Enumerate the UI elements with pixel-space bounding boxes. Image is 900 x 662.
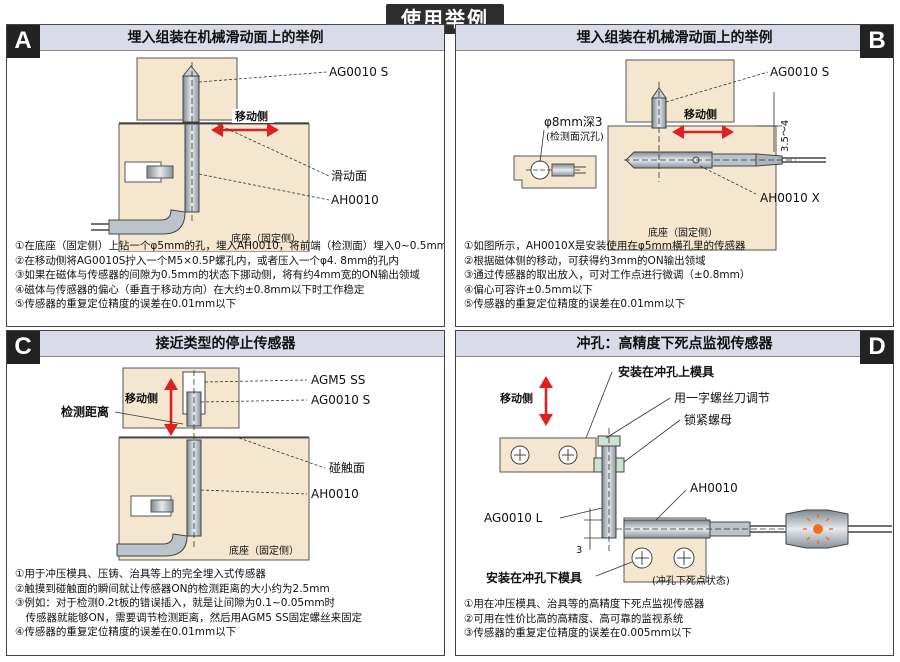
diagram-d: 移动侧 3 (484, 364, 892, 587)
panel-c-badge: C (7, 331, 40, 364)
note: ①如图所示，AH0010X是安装使用在φ5mm横孔里的传感器 (464, 240, 746, 252)
led-icon (813, 524, 823, 534)
diagram-b: φ8mm深3 (检测面沉孔) 移动侧 3.5～4 AG0010 S AH0010… (513, 59, 829, 251)
notes-c: ①用于冲压模具、压铸、治具等上的完全埋入式传感器 ②触摸到碰触面的瞬间就让传感器… (15, 567, 438, 640)
note: ⑤传感器的重复定位精度的误差在0.01mm以下 (464, 298, 686, 310)
diagram-c: 移动侧 检测距离 AGM5 SS AG0010 S 碰触面 AH0010 底座（… (61, 367, 370, 561)
label-magnet-a: AH0010 (331, 193, 379, 207)
note: ③传感器的重复定位精度的误差在0.005mm以下 (464, 627, 692, 639)
label-magnet-b: AH0010 X (760, 191, 820, 205)
label-distance-c: 检测距离 (61, 404, 109, 419)
note: ②根据磁体侧的移动，可获得约3mm的ON输出领域 (464, 254, 706, 267)
notes-d: ①用在冲压模具、治具等的高精度下死点监视传感器 ②可用在性价比高的高精度、高可靠… (464, 597, 887, 641)
notes-b: ①如图所示，AH0010X是安装使用在φ5mm横孔里的传感器 ②根据磁体侧的移动… (464, 239, 887, 312)
moving-block (122, 367, 240, 429)
note: ②触摸到碰触面的瞬间就让传感器ON的检测距离的大小约为2.5mm (15, 582, 330, 595)
label-sensor-d: AG0010 L (484, 511, 543, 525)
panel-b-title: 埋入组装在机械滑动面上的举例 (576, 30, 773, 46)
panel-a: 埋入组装在机械滑动面上的举例 A 移动侧 (6, 24, 445, 327)
label-contact-c: 碰触面 (329, 461, 365, 475)
panel-c-title: 接近类型的停止传感器 (155, 336, 296, 352)
base-block (607, 125, 777, 251)
note: ③如果在磁体与传感器的间隙为0.5mm的状态下挪动侧，将有约4mm宽的ON输出领… (15, 269, 420, 281)
panel-d-badge: D (860, 331, 893, 364)
panel-c-header: 接近类型的停止传感器 (7, 331, 444, 357)
moving-block (625, 59, 735, 123)
note: ④磁体与传感器的偏心（垂直于移动方向）在大约±0.8mm以下时工作稳定 (15, 283, 365, 296)
note: ⑤传感器的重复定位精度的误差在0.01mm以下 (15, 298, 237, 310)
label-lower-d: 安装在冲孔下模具 (486, 570, 582, 585)
label-sensor-c: AG0010 S (311, 393, 370, 407)
label-stopper-c: AGM5 SS (311, 373, 365, 387)
label-magnet-c: AH0010 (311, 487, 359, 501)
note: ②可用在性价比高的高精度、高可靠的监视系统 (464, 612, 684, 625)
note: ①用在冲压模具、治具等的高精度下死点监视传感器 (464, 598, 705, 610)
label-gap-d: 3 (576, 545, 582, 556)
panel-d-title: 冲孔：高精度下死点监视传感器 (576, 336, 773, 352)
note: ①在底座（固定侧）上钻一个φ5mm的孔，埋入AH0010，将前端（检测面）埋入0… (15, 240, 445, 252)
panel-c: 接近类型的停止传感器 C 移动侧 检测距离 AGM5 SS (6, 330, 445, 656)
note: 传感器就能够ON，需要调节检测距离，然后用AGM5 SS固定螺丝来固定 (15, 611, 363, 624)
panel-b-header: 埋入组装在机械滑动面上的举例 (456, 25, 893, 51)
label-base-b: 底座（固定侧） (648, 226, 718, 239)
note: ③通过传感器的取出放入，可对工作点进行微调（±0.8mm） (464, 269, 751, 281)
note: ③例如：对于检测0.2t板的错误插入，就是让间隙为0.1~0.05mm时 (15, 597, 336, 609)
label-gap-b: 3.5～4 (780, 120, 791, 152)
panel-a-title: 埋入组装在机械滑动面上的举例 (127, 30, 324, 46)
label-upper-d: 安装在冲孔上模具 (618, 364, 714, 379)
note: ②在移动侧将AG0010S拧入一个M5×0.5P螺孔内，或者压入一个φ4. 8m… (15, 254, 399, 267)
panel-a-header: 埋入组装在机械滑动面上的举例 (7, 25, 444, 51)
note: ①用于冲压模具、压铸、治具等上的完全埋入式传感器 (15, 568, 266, 580)
label-screw-d: 用一字螺丝刀调节 (674, 390, 770, 405)
label-move-a: 移动侧 (235, 109, 268, 123)
label-slide-a: 滑动面 (331, 169, 367, 183)
label-magnet-d: AH0010 (690, 481, 738, 495)
label-sensor-b: AG0010 S (770, 65, 829, 79)
panel-b-badge: B (860, 25, 893, 58)
label-move-d: 移动侧 (500, 391, 533, 405)
label-base-a: 底座（固定侧） (231, 232, 301, 245)
notes-a: ①在底座（固定侧）上钻一个φ5mm的孔，埋入AH0010，将前端（检测面）埋入0… (15, 239, 445, 312)
label-move-b: 移动侧 (684, 107, 717, 121)
note: ④传感器的重复定位精度的误差在0.01mm以下 (15, 626, 237, 638)
diagram-a: 移动侧 AG0010 S 滑动面 AH0010 底座（固定侧） (91, 57, 388, 252)
panel-a-badge: A (7, 25, 40, 58)
label-base-c: 底座（固定侧） (229, 544, 299, 557)
label-move-c: 移动侧 (125, 391, 158, 405)
panel-b: 埋入组装在机械滑动面上的举例 B φ8mm深3 (检测面沉孔) (455, 24, 894, 327)
label-sensor-a: AG0010 S (329, 65, 388, 79)
label-state-d: (冲孔下死点状态) (652, 574, 730, 587)
panel-d: 冲孔：高精度下死点监视传感器 D 移动侧 (455, 330, 894, 656)
label-hole-note-b: (检测面沉孔) (546, 130, 604, 143)
label-nut-d: 锁紧螺母 (684, 412, 732, 427)
note: ④偏心可容许±0.5mm以下 (464, 283, 593, 296)
sensor-ag0010s (182, 75, 200, 123)
label-hole-b: φ8mm深3 (544, 115, 603, 129)
panel-d-header: 冲孔：高精度下死点监视传感器 (456, 331, 893, 357)
